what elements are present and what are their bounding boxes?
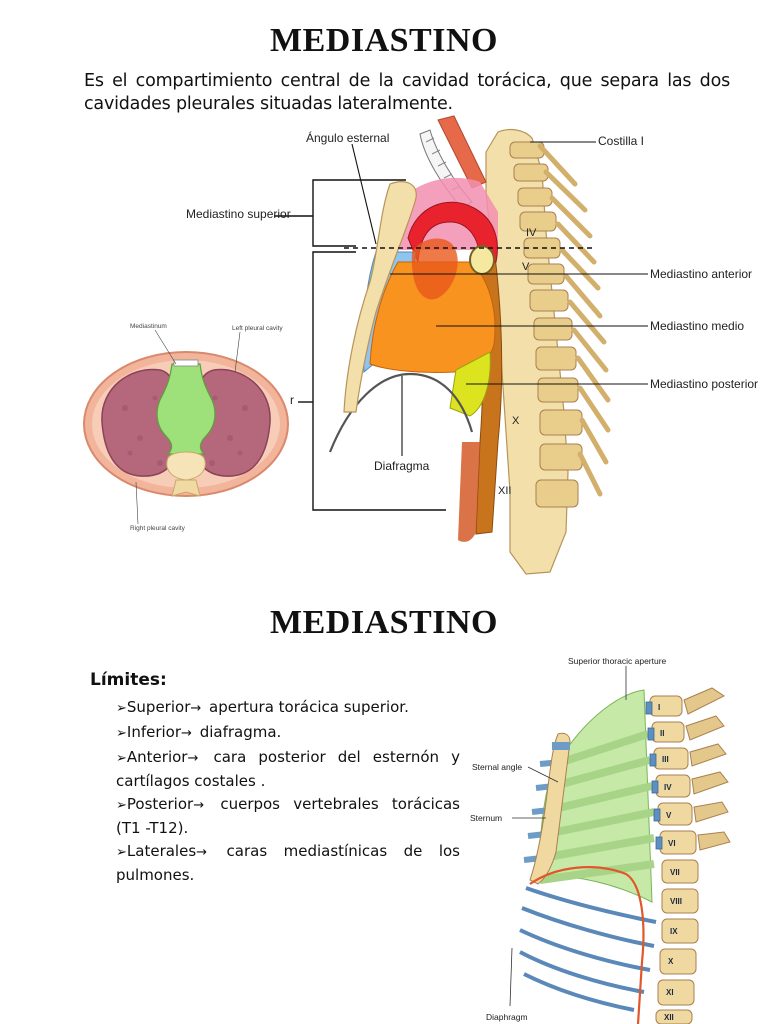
bullet-icon: ➢ [116,751,127,766]
label-vertebra-iv: IV [526,227,537,239]
label-sternum: Sternum [470,813,502,823]
bullet-icon: ➢ [116,726,127,741]
label-vertebra-1: I [658,703,660,712]
label-right-pleural: Right pleural cavity [130,525,186,532]
arrow-icon: → [187,751,199,766]
page-title-2: MEDIASTINO [270,604,498,641]
thorax-figure: I II III IV V VI VII VIII IX X XI XII Su… [470,656,731,1024]
label-vertebra-12: XII [664,1013,674,1022]
limits-heading: Límites: [90,670,167,690]
label-mediastino-anterior: Mediastino anterior [650,267,752,281]
label-vertebra-v: V [522,261,530,273]
label-diaphragm: Diaphragm [486,1012,528,1022]
label-vertebra-x: X [512,415,520,427]
label-vertebra-3: III [662,755,669,764]
limit-item: ➢Laterales→ caras mediastínicas de los p… [116,842,460,884]
label-vertebra-6: VI [668,839,676,848]
bullet-icon: ➢ [116,845,127,860]
label-vertebra-4: IV [664,783,672,792]
label-left-pleural: Left pleural cavity [232,325,283,332]
label-vertebra-10: X [668,957,674,966]
label-mediastinum: Mediastinum [130,323,167,330]
label-costilla: Costilla I [598,134,644,148]
limits-list: ➢Superior→ apertura torácica superior. ➢… [116,696,460,887]
label-vertebra-xii: XII [498,485,511,497]
limit-item: ➢Superior→ apertura torácica superior. [116,698,409,716]
label-mediastino-posterior: Mediastino posterior [650,377,758,391]
label-mediastino-superior: Mediastino superior [186,207,291,221]
limit-item: ➢Inferior→ diafragma. [116,723,282,741]
label-vertebra-9: IX [670,927,678,936]
cross-section-figure: Mediastinum Left pleural cavity Right pl… [83,323,289,532]
label-vertebra-7: VII [670,868,680,877]
label-sternal-angle: Sternal angle [472,762,522,772]
label-vertebra-2: II [660,729,664,738]
arrow-icon: → [193,798,205,813]
label-inferior-r: r [290,393,294,407]
label-aperture: Superior thoracic aperture [568,656,667,666]
label-diafragma: Diafragma [374,459,430,473]
label-angulo-esternal: Ángulo esternal [306,130,389,145]
label-vertebra-8: VIII [670,897,682,906]
page-title-1: MEDIASTINO [270,22,498,59]
limit-item: ➢Anterior→ cara posterior del esternón y… [116,748,460,790]
limit-item: ➢Posterior→ cuerpos vertebrales torácica… [116,795,460,837]
bullet-icon: ➢ [116,701,127,716]
lateral-mediastinum-figure: Ángulo esternal Costilla I Mediastino su… [186,115,758,575]
arrow-icon: → [181,726,192,741]
arrow-icon: → [190,701,202,716]
bullet-icon: ➢ [116,798,127,813]
arrow-icon: → [196,845,208,860]
label-mediastino-medio: Mediastino medio [650,319,744,333]
label-vertebra-11: XI [666,988,674,997]
intro-paragraph: Es el compartimiento central de la cavid… [84,71,730,114]
label-vertebra-5: V [666,811,672,820]
